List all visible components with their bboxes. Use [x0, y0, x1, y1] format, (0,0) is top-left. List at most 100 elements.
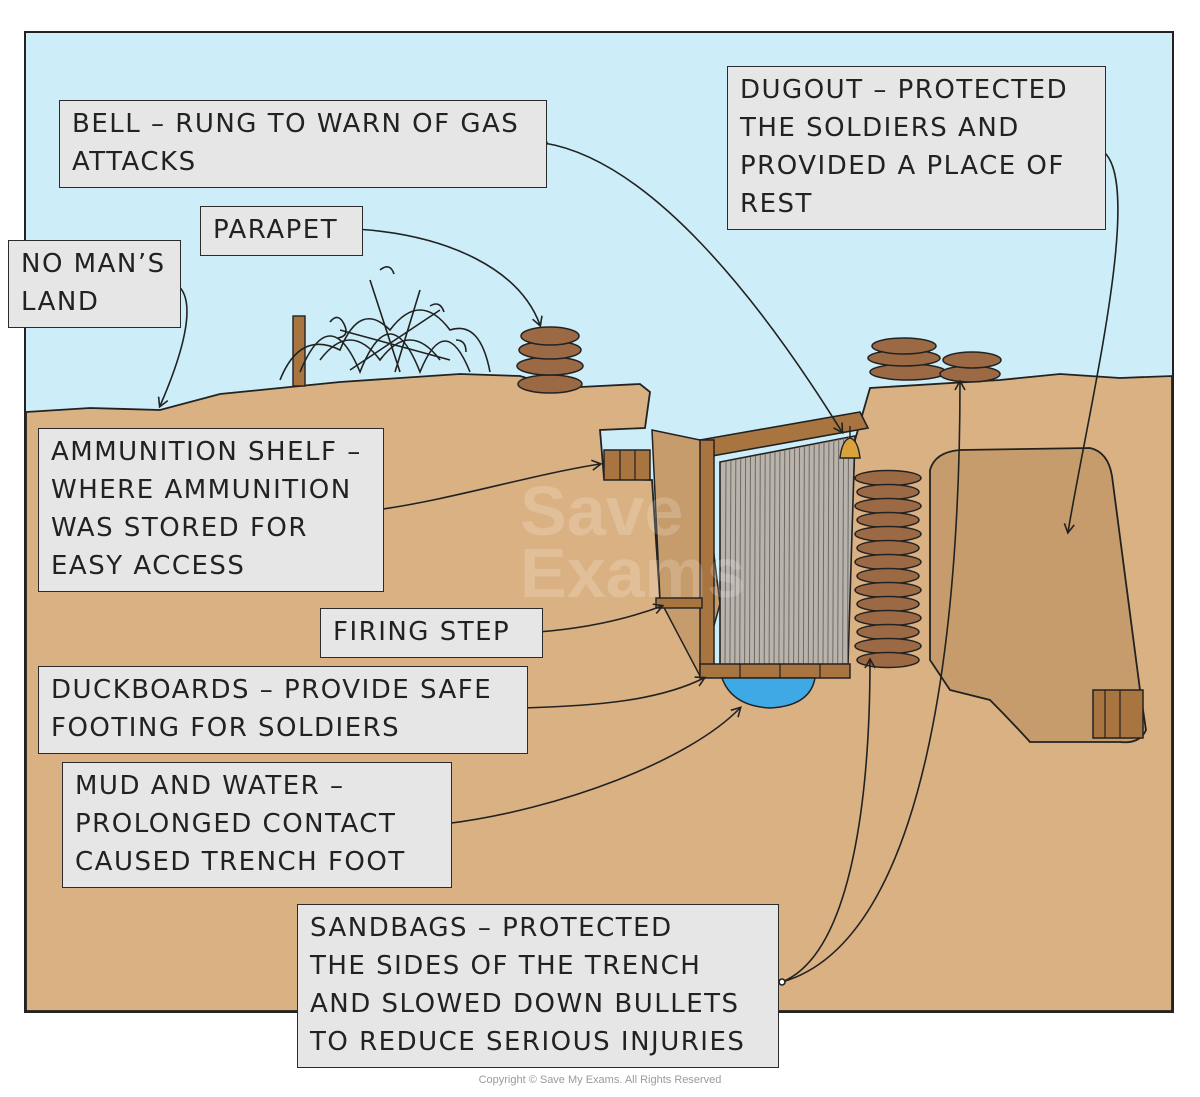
sandbag	[854, 637, 922, 655]
corrugation-line	[847, 436, 849, 667]
arrow-dugout	[1063, 147, 1119, 535]
sandbag	[854, 553, 922, 571]
label-dugout-line-4: REST	[740, 189, 813, 219]
corrugation-line	[793, 447, 796, 667]
arrow-sandbags-1	[781, 657, 876, 983]
corrugation-line	[724, 461, 727, 667]
corrugation-line	[802, 445, 805, 667]
bell	[839, 437, 861, 459]
arrow-bell	[543, 142, 844, 435]
sandbag	[856, 623, 920, 641]
corrugation-line	[827, 440, 830, 667]
label-mud-line-2: PROLONGED CONTACT	[75, 809, 397, 839]
sandbag	[520, 326, 580, 346]
arrow-no-mans-land	[157, 283, 188, 409]
label-sandbags-line-1: SANDBAGS – PROTECTED	[310, 913, 673, 943]
corrugation-line	[837, 438, 840, 667]
corrugation-line	[788, 448, 791, 667]
corrugation-line	[842, 437, 845, 667]
sandbags	[516, 326, 1002, 669]
label-ammunition-line-3: WAS STORED FOR	[51, 513, 308, 543]
label-bell: BELL – RUNG TO WARN OF GAS ATTACKS	[59, 100, 547, 188]
label-mud-line-1: MUD AND WATER –	[75, 771, 345, 801]
corrugation-line	[758, 454, 761, 667]
sandbag	[854, 497, 922, 515]
corrugation-line	[739, 458, 742, 667]
barbed-wire	[279, 266, 491, 387]
corrugation-line	[812, 443, 815, 667]
corrugation-line	[822, 441, 825, 667]
label-bell-line-1: BELL – RUNG TO WARN OF GAS	[72, 109, 520, 139]
watermark-line-2: Exams	[520, 534, 746, 612]
sandbag	[942, 351, 1002, 369]
label-duckboards: DUCKBOARDS – PROVIDE SAFE FOOTING FOR SO…	[38, 666, 528, 754]
corrugation-line	[773, 451, 776, 667]
arrow-ammunition	[375, 459, 603, 511]
sandbag	[871, 337, 937, 355]
corrugation-line	[783, 449, 786, 667]
corrugation-line	[749, 456, 751, 667]
label-dugout-line-1: DUGOUT – PROTECTED	[740, 75, 1069, 105]
sandbag	[856, 483, 920, 501]
corrugation-line	[763, 453, 766, 667]
ammunition-box	[603, 449, 651, 481]
sandbag	[856, 651, 920, 669]
arrow-parapet	[355, 228, 543, 328]
label-sandbags-line-4: TO REDUCE SERIOUS INJURIES	[310, 1027, 746, 1057]
corrugation-line	[817, 442, 820, 667]
watermark-line-1: Save	[520, 472, 684, 550]
sandbag	[854, 581, 922, 599]
sandbag	[856, 539, 920, 557]
label-firing-step-line-1: FIRING STEP	[333, 617, 511, 647]
label-sandbags-line-2: THE SIDES OF THE TRENCH	[310, 951, 702, 981]
watermark: Save Exams	[520, 472, 746, 612]
arrow-sandbags-2	[781, 379, 966, 983]
label-ammunition-line-4: EASY ACCESS	[51, 551, 246, 581]
label-parapet: PARAPET	[200, 206, 363, 256]
corrugation-line	[734, 459, 737, 667]
label-parapet-line-1: PARAPET	[213, 215, 339, 245]
sandbag	[854, 469, 922, 487]
corrugation-line	[744, 457, 747, 667]
corrugation-line	[768, 452, 771, 667]
label-firing-step: FIRING STEP	[320, 608, 543, 658]
label-ammunition-line-2: WHERE AMMUNITION	[51, 475, 352, 505]
copyright: Copyright © Save My Exams. All Rights Re…	[478, 1074, 722, 1086]
label-sandbags-line-3: AND SLOWED DOWN BULLETS	[310, 989, 740, 1019]
sandbag	[856, 511, 920, 529]
label-ammunition-shelf: AMMUNITION SHELF – WHERE AMMUNITION WAS …	[38, 428, 384, 592]
corrugation-line	[753, 455, 756, 667]
corrugation-line	[778, 450, 781, 667]
corrugation-lines	[724, 436, 849, 667]
sandbag	[517, 374, 583, 394]
label-no-mans-land: NO MAN’S LAND	[8, 240, 181, 328]
sandbag	[854, 525, 922, 543]
duckboards	[699, 663, 851, 679]
dugout	[929, 447, 1147, 744]
label-mud-and-water: MUD AND WATER – PROLONGED CONTACT CAUSED…	[62, 762, 452, 888]
corrugation-line	[807, 444, 810, 667]
sandbag	[856, 567, 920, 585]
sandbag	[856, 595, 920, 613]
label-sandbags: SANDBAGS – PROTECTED THE SIDES OF THE TR…	[297, 904, 779, 1068]
label-duckboards-line-2: FOOTING FOR SOLDIERS	[51, 713, 401, 743]
arrow-mud	[443, 706, 742, 825]
mud-water	[720, 677, 816, 709]
label-dugout-line-2: THE SOLDIERS AND	[740, 113, 1020, 143]
label-no-mans-land-line-1: NO MAN’S	[21, 249, 166, 279]
label-no-mans-land-line-2: LAND	[21, 287, 100, 317]
label-mud-line-3: CAUSED TRENCH FOOT	[75, 847, 406, 877]
arrow-duckboards	[520, 676, 707, 709]
corrugation-line	[729, 460, 732, 667]
label-ammunition-line-1: AMMUNITION SHELF –	[51, 437, 362, 467]
corrugation-line	[798, 446, 800, 667]
label-bell-line-2: ATTACKS	[72, 147, 197, 177]
corrugation-line	[832, 439, 835, 667]
label-dugout-line-3: PROVIDED A PLACE OF	[740, 151, 1065, 181]
dugout-crate	[1092, 689, 1144, 739]
label-dugout: DUGOUT – PROTECTED THE SOLDIERS AND PROV…	[727, 66, 1106, 230]
sandbag	[854, 609, 922, 627]
arrow-firing-step	[537, 603, 665, 633]
label-duckboards-line-1: DUCKBOARDS – PROVIDE SAFE	[51, 675, 493, 705]
firing-step	[655, 597, 703, 609]
